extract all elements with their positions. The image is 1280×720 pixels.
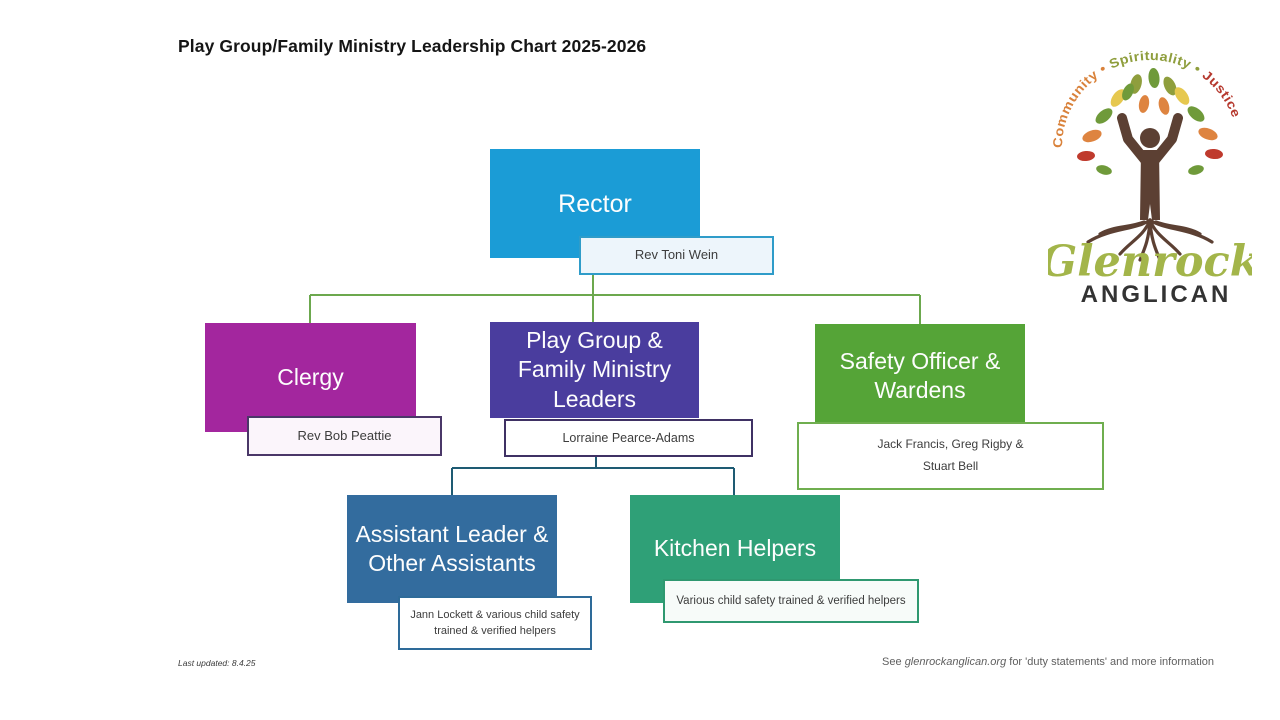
org-node-safety-title: Safety Officer & Wardens	[839, 347, 1001, 403]
logo-arc-spirituality: Spirituality	[1107, 48, 1194, 72]
org-node-playgroup: Play Group & Family Ministry Leaders	[490, 322, 699, 418]
logo-tree-leaves	[1077, 68, 1223, 175]
org-node-assistant: Assistant Leader & Other Assistants	[347, 495, 557, 603]
rector-person-name: Rev Toni Wein	[634, 247, 719, 263]
org-label-clergy-person: Rev Bob Peattie	[247, 416, 442, 456]
org-node-assistant-title: Assistant Leader & Other Assistants	[355, 520, 549, 576]
org-label-playgroup-person: Lorraine Pearce-Adams	[504, 419, 753, 457]
org-node-clergy-title: Clergy	[277, 363, 344, 390]
org-node-kitchen-title: Kitchen Helpers	[653, 535, 817, 562]
logo-arc-dot1: •	[1092, 58, 1113, 79]
safety-person-line2: Stuart Bell	[922, 459, 979, 473]
org-label-kitchen-person: Various child safety trained & verified …	[663, 579, 919, 623]
logo-arc-dot2: •	[1188, 58, 1209, 79]
info-note-suffix: for 'duty statements' and more informati…	[1006, 656, 1214, 668]
org-node-clergy: Clergy	[205, 323, 416, 432]
clergy-person-name: Rev Bob Peattie	[297, 427, 392, 443]
logo-arc-justice: Justice	[1200, 67, 1244, 119]
assistant-person-line1: Jann Lockett & various child safety	[410, 609, 580, 622]
logo-tree-person	[1117, 113, 1183, 220]
org-node-playgroup-title: Play Group & Family Ministry Leaders	[517, 326, 672, 412]
connector-rector-children	[309, 270, 921, 325]
kitchen-person-name: Various child safety trained & verified …	[676, 594, 906, 607]
last-updated-note: Last updated: 8.4.25	[178, 658, 256, 668]
glenrock-anglican-logo: Community • Spirituality • Justice	[1048, 48, 1252, 308]
logo-wordmark: Glenrock	[1048, 237, 1252, 287]
org-label-safety-person: Jack Francis, Greg Rigby & Stuart Bell	[797, 422, 1104, 490]
connector-playgroup-children	[451, 452, 735, 496]
org-node-safety: Safety Officer & Wardens	[815, 324, 1025, 428]
page-title: Play Group/Family Ministry Leadership Ch…	[178, 36, 647, 56]
assistant-person-line2: trained & verified helpers	[434, 624, 556, 637]
logo-subtext: ANGLICAN	[1081, 281, 1232, 308]
safety-person-line1: Jack Francis, Greg Rigby &	[877, 437, 1024, 452]
info-note: See glenrockanglican.org for 'duty state…	[882, 656, 1214, 668]
org-label-assistant-person: Jann Lockett & various child safety trai…	[398, 596, 592, 650]
org-label-rector-person: Rev Toni Wein	[579, 236, 774, 275]
playgroup-person-name: Lorraine Pearce-Adams	[562, 430, 695, 445]
info-note-prefix: See	[882, 656, 905, 668]
logo-tree-roots	[1086, 218, 1214, 262]
org-node-rector-title: Rector	[558, 189, 632, 218]
info-note-website: glenrockanglican.org	[904, 656, 1007, 668]
